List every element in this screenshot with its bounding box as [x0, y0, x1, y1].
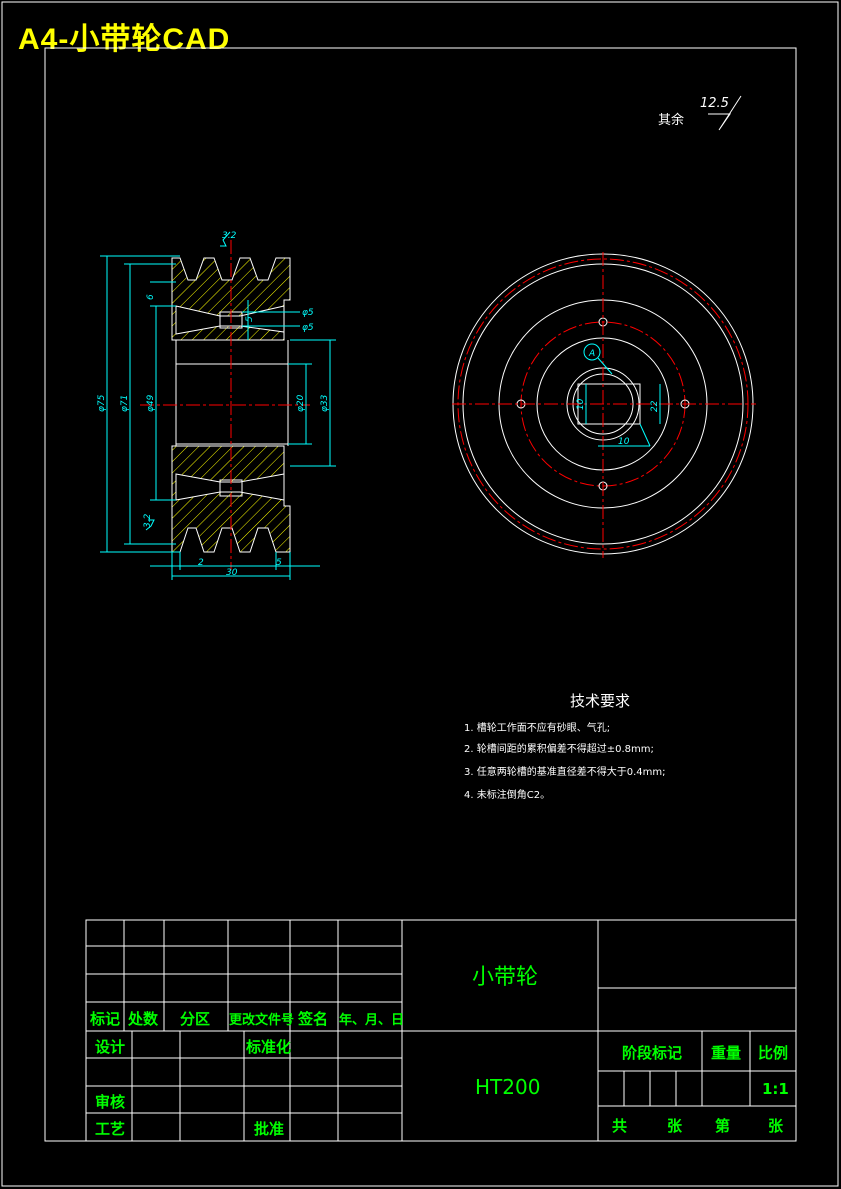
side-section-view: φ75 φ71 φ49 φ20 φ33 6 φ5 φ5 5 2 30 5 3.2… — [97, 231, 336, 580]
roughness-symbol: 其余 12.5 — [658, 95, 742, 131]
weight: 重量 — [711, 1044, 741, 1062]
dim-d49: φ49 — [146, 394, 156, 412]
front-view — [452, 252, 756, 558]
sheet-no: 第 — [715, 1117, 730, 1135]
dim-d75: φ75 — [97, 394, 107, 412]
dim-d5a: φ5 — [302, 308, 314, 318]
tech-requirements: 技术要求 1. 槽轮工作面不应有砂眼、气孔; 2. 轮槽间距的累积偏差不得超过±… — [464, 692, 665, 801]
drawing-frame — [44, 47, 797, 1142]
dim-d20: φ20 — [296, 394, 306, 412]
sheet-total: 共 — [612, 1117, 627, 1135]
part-name: 小带轮 — [472, 965, 538, 990]
tech-item-4: 4. 未标注倒角C2。 — [464, 788, 550, 801]
datum-circle — [583, 343, 601, 361]
dim-twentytwo: 22 — [650, 400, 660, 412]
sheet-unit: 张 — [667, 1117, 683, 1135]
dim-five: 5 — [276, 558, 282, 568]
hub-bore — [175, 363, 289, 445]
sheet-unit2: 张 — [768, 1117, 784, 1135]
dim-thirty: 30 — [226, 568, 238, 578]
drawing-header: A4-小带轮CAD — [18, 23, 231, 56]
header-date: 年、月、日 — [339, 1012, 404, 1028]
roughness-label: 其余 — [658, 112, 684, 128]
tech-item-1: 1. 槽轮工作面不应有砂眼、气孔; — [464, 721, 610, 734]
spoke-hole-upper — [175, 305, 285, 335]
row-process: 工艺 — [95, 1120, 125, 1138]
roughness-side: 3.2 — [143, 513, 153, 528]
scale-label: 比例 — [758, 1044, 788, 1062]
title-block — [85, 919, 797, 1142]
roughness-value: 12.5 — [700, 96, 729, 111]
row-approve: 批准 — [254, 1120, 284, 1138]
spoke-hole-lower — [175, 473, 285, 501]
roughness-check-icon — [708, 95, 742, 131]
dim-six: 6 — [146, 294, 156, 300]
dim-five-hole: 5 — [245, 316, 255, 322]
stage-mark: 阶段标记 — [622, 1044, 682, 1062]
row-review: 审核 — [95, 1093, 125, 1111]
datum-label: A — [588, 349, 595, 359]
header-change-doc: 更改文件号 — [229, 1012, 294, 1028]
dim-ten-v: 10 — [576, 398, 586, 410]
header-mark: 标记 — [89, 1010, 120, 1028]
dim-two: 2 — [198, 558, 204, 568]
dim-d5b: φ5 — [302, 323, 314, 333]
tech-title: 技术要求 — [570, 692, 630, 710]
roughness-top: 3.2 — [222, 231, 237, 241]
row-design: 设计 — [95, 1038, 125, 1056]
header-zone: 分区 — [180, 1010, 210, 1028]
scale-value: 1:1 — [762, 1080, 789, 1098]
header-count: 处数 — [127, 1010, 159, 1028]
tech-item-3: 3. 任意两轮槽的基准直径差不得大于0.4mm; — [464, 765, 665, 778]
header-signature: 签名 — [297, 1010, 328, 1028]
material: HT200 — [475, 1075, 540, 1099]
tech-item-2: 2. 轮槽间距的累积偏差不得超过±0.8mm; — [464, 742, 654, 755]
dim-d33: φ33 — [320, 394, 330, 412]
row-standard: 标准化 — [245, 1038, 291, 1056]
dim-d71: φ71 — [120, 395, 130, 412]
dim-ten-h: 10 — [618, 437, 630, 447]
